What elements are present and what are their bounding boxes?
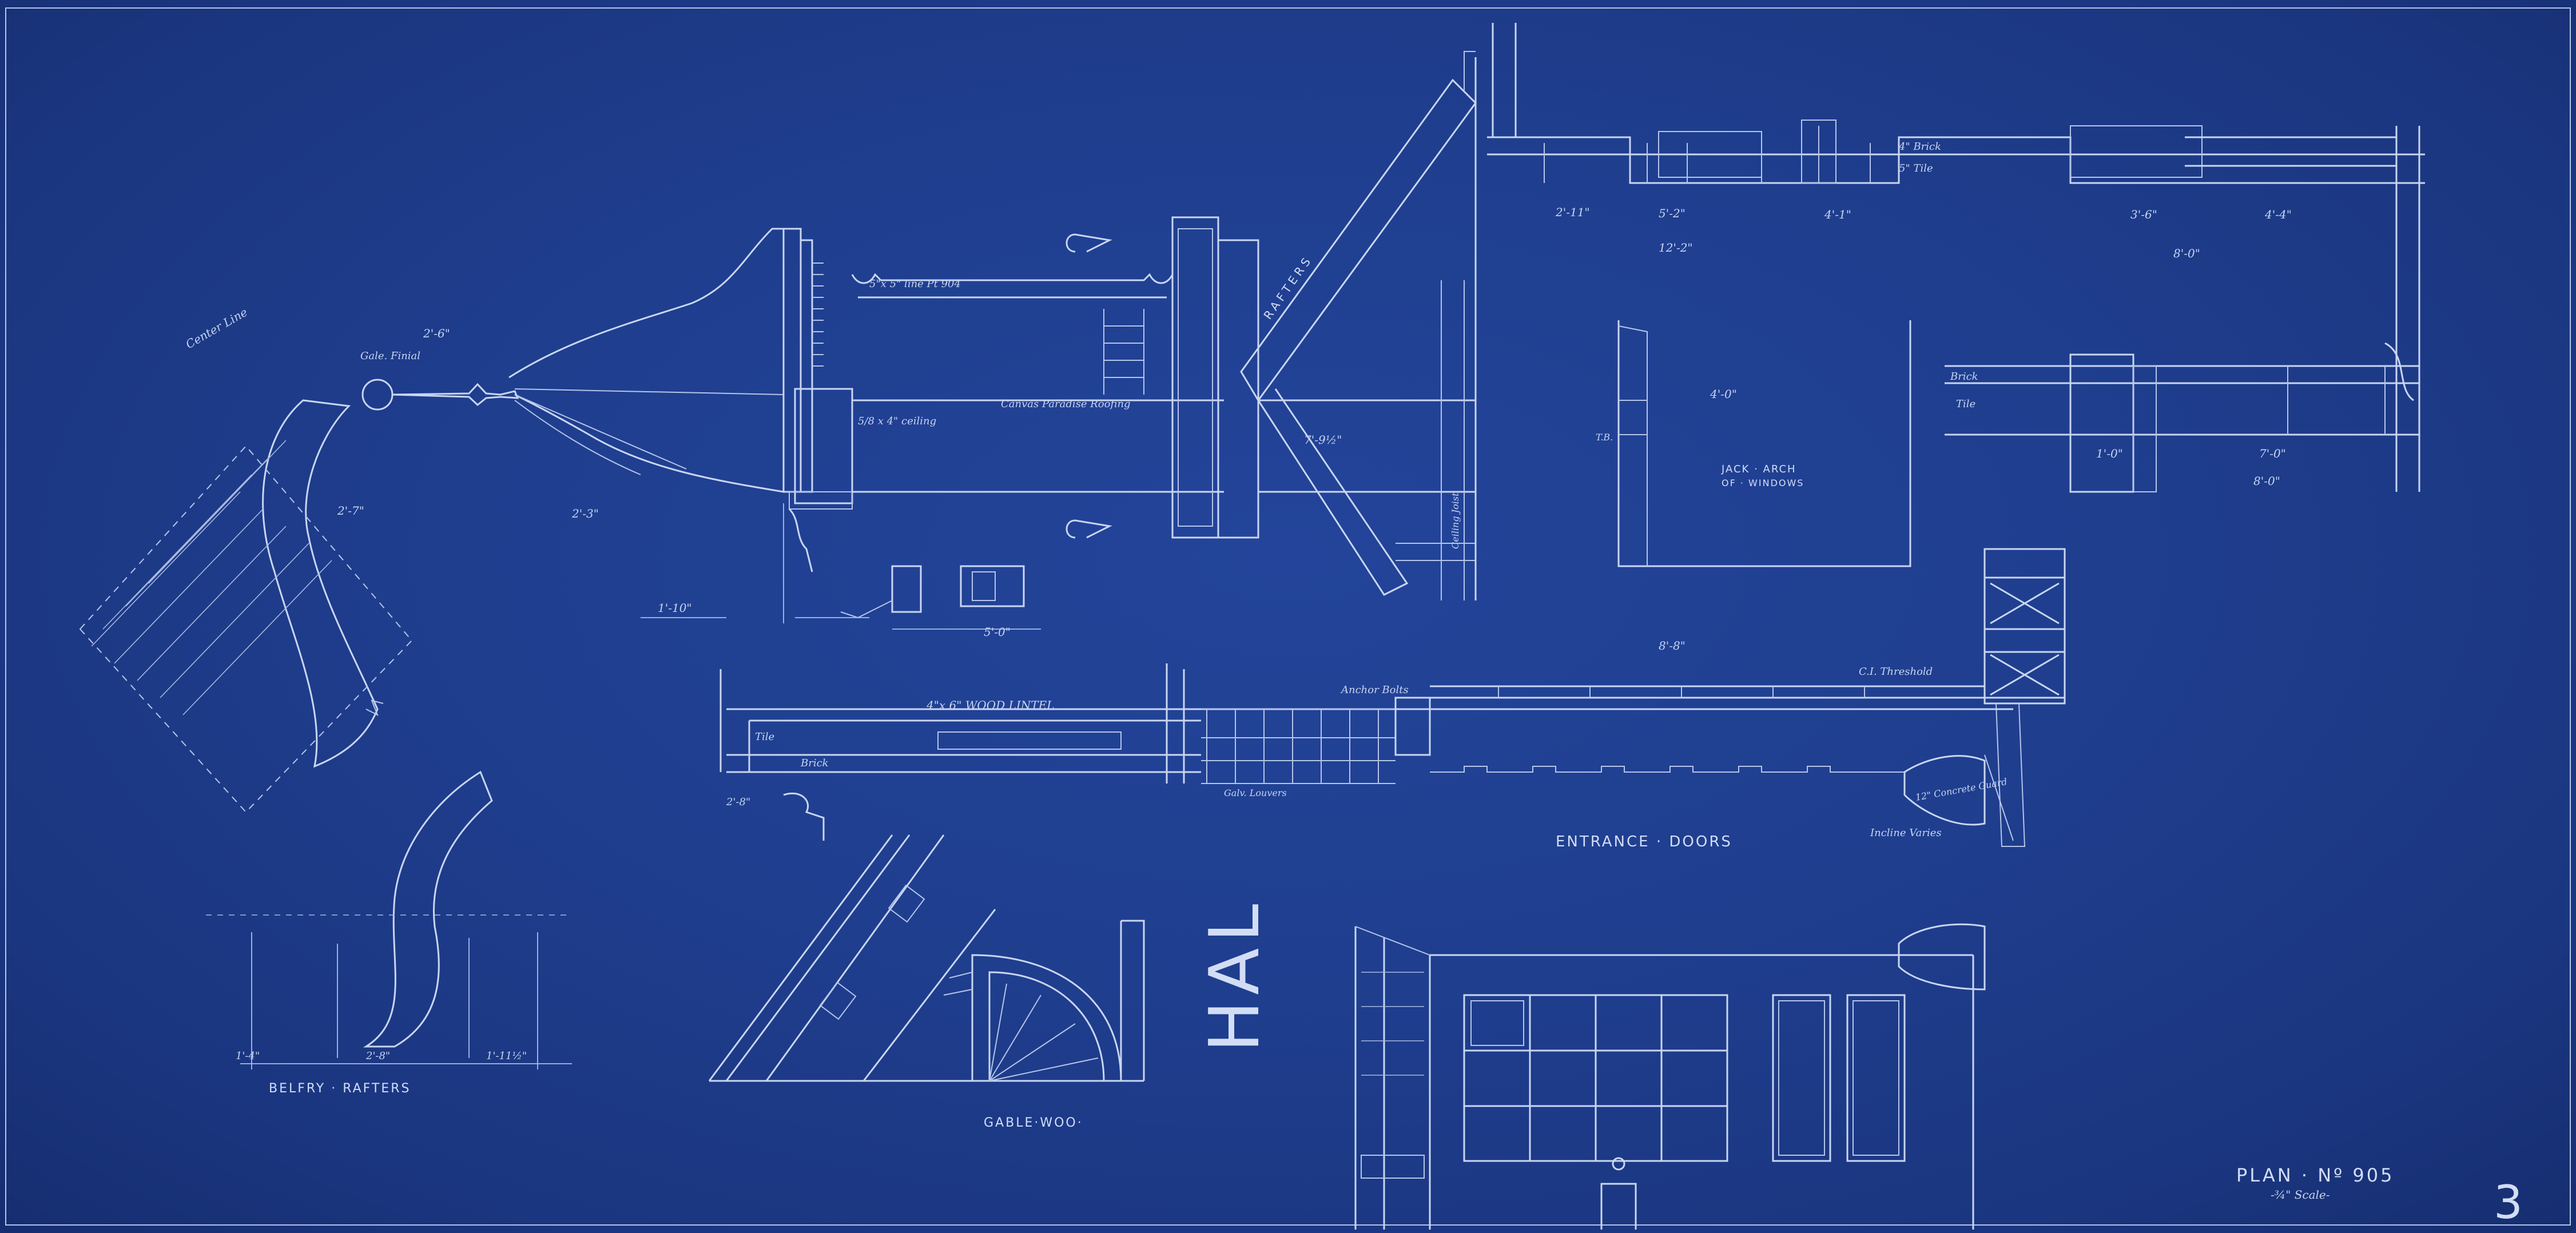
gable-wood-detail bbox=[708, 834, 1145, 1082]
note-wood-lintel: 4"x 6" WOOD LINTEL bbox=[926, 698, 1055, 712]
ogee-roof bbox=[508, 228, 785, 493]
dim-1-4: 1'-4" bbox=[236, 1050, 260, 1062]
dim-4-4: 4'-4" bbox=[2264, 208, 2292, 221]
belfry-rafters-title: BELFRY · RAFTERS bbox=[269, 1081, 411, 1096]
finial-shaft bbox=[392, 383, 519, 406]
dim-2-6: 2'-6" bbox=[423, 327, 450, 340]
note-tile: Tile bbox=[755, 731, 774, 743]
note-ceiling-joist: Ceiling Joist bbox=[1450, 492, 1461, 549]
note-roofing: Canvas Paradise Roofing bbox=[1001, 398, 1131, 410]
gable-woo-title: GABLE·WOO· bbox=[984, 1116, 1083, 1130]
note-anchor-bolts: Anchor Bolts bbox=[1340, 684, 1409, 696]
dim-7-9: 7'-9½" bbox=[1304, 433, 1342, 447]
note-tile-2: Tile bbox=[1956, 398, 1975, 410]
note-gale-finial: Gale. Finial bbox=[360, 350, 420, 362]
finial-ball bbox=[361, 379, 393, 411]
sheet-number: 3 bbox=[2494, 1176, 2523, 1229]
note-brick: Brick bbox=[800, 757, 829, 769]
dim-2-8: 2'-8" bbox=[726, 796, 750, 808]
dim-1-0: 1'-0" bbox=[2096, 447, 2123, 460]
dim-12-2: 12'-2" bbox=[1659, 241, 1693, 254]
hal-text: HAL bbox=[1195, 898, 1275, 1052]
note-galv-louvers: Galv. Louvers bbox=[1224, 787, 1287, 798]
dim-2-7: 2'-7" bbox=[337, 504, 364, 518]
note-concrete-guard: 12" Concrete Guard bbox=[1914, 776, 2007, 803]
dim-8-8: 8'-8" bbox=[1659, 639, 1685, 653]
entrance-doors-section bbox=[719, 663, 2014, 841]
note-line-post: 5"x 5" line Pt 904 bbox=[869, 278, 961, 290]
note-tb: T.B. bbox=[1596, 432, 1613, 443]
dim-8-0: 8'-0" bbox=[2173, 246, 2200, 260]
hal-letters: HAL bbox=[1195, 898, 1275, 1052]
dim-4-0: 4'-0" bbox=[1710, 387, 1737, 401]
note-ct-threshold: C.I. Threshold bbox=[1859, 666, 1933, 678]
sheet-border bbox=[5, 7, 2571, 1226]
jack-arch-label: JACK · ARCH bbox=[1721, 463, 1796, 475]
dim-7-0: 7'-0" bbox=[2259, 447, 2286, 460]
labels: BELFRY · RAFTERS GABLE·WOO· ENTRANCE · D… bbox=[184, 141, 2523, 1229]
dim-2-11: 2'-11" bbox=[1555, 205, 1590, 219]
note-center-line: Center Line bbox=[184, 305, 250, 351]
note-incline-varies: Incline Varies bbox=[1870, 827, 1942, 839]
plan-label: PLAN · Nº 905 bbox=[2236, 1164, 2394, 1186]
wall-section-top bbox=[1487, 23, 2425, 567]
belfry-rafters bbox=[79, 399, 572, 1069]
dim-4-1: 4'-1" bbox=[1824, 208, 1851, 221]
note-rafters: RAFTERS bbox=[1261, 252, 1315, 321]
rafter-diagonal bbox=[1240, 51, 1477, 600]
belfry-cornice-detail bbox=[361, 216, 1259, 630]
dim-3-6: 3'-6" bbox=[2130, 208, 2157, 221]
entrance-doors-title: ENTRANCE · DOORS bbox=[1556, 833, 1732, 850]
note-brick-2: Brick bbox=[1950, 371, 1978, 383]
door-elevation bbox=[1354, 923, 1986, 1230]
dim-2-3: 2'-3" bbox=[571, 507, 599, 520]
dim-1-11: 1'-11½" bbox=[486, 1050, 527, 1062]
x-brace-post bbox=[1983, 548, 2066, 847]
dim-5-2: 5'-2" bbox=[1659, 206, 1685, 220]
dim-8-0-b: 8'-0" bbox=[2253, 474, 2280, 488]
dim-2-8b: 2'-8" bbox=[365, 1050, 390, 1062]
note-four-brick: 4" Brick bbox=[1898, 141, 1941, 153]
dim-1-10: 1'-10" bbox=[658, 601, 692, 615]
scale-label: -¾" Scale- bbox=[2271, 1188, 2330, 1202]
dim-5-0: 5'-0" bbox=[984, 625, 1011, 639]
of-windows-label: OF · WINDOWS bbox=[1722, 478, 1804, 488]
note-five-tile: 5" Tile bbox=[1899, 162, 1933, 174]
note-ceiling: 5/8 x 4" ceiling bbox=[858, 415, 936, 427]
